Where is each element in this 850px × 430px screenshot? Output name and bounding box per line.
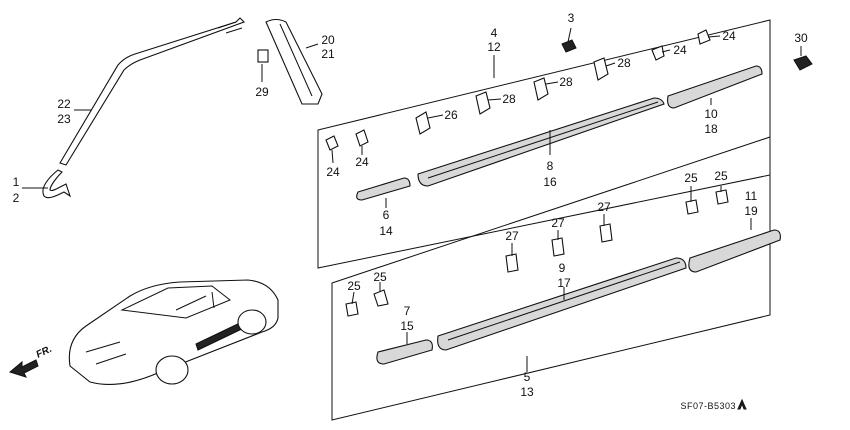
- callout-27c: 27: [597, 200, 611, 214]
- lower-group-frame: [331, 136, 771, 421]
- callout-8: 8: [547, 159, 554, 173]
- callout-26: 26: [444, 108, 458, 122]
- front-direction-arrow: [8, 359, 39, 378]
- lower-clips: [345, 189, 729, 317]
- direction-label: FR.: [34, 344, 53, 361]
- molding-8-line: [427, 101, 659, 179]
- callout-16: 16: [543, 175, 557, 189]
- molding-10-part: [667, 65, 763, 109]
- callout-10: 10: [704, 107, 718, 121]
- callout-5: 5: [524, 370, 531, 384]
- callout-30: 30: [794, 31, 808, 45]
- callout-19: 19: [744, 204, 758, 218]
- callout-4: 4: [491, 26, 498, 40]
- clip-30-part: [793, 55, 813, 71]
- callout-3: 3: [568, 11, 575, 25]
- callout-21: 21: [321, 47, 335, 61]
- callout-25b: 25: [714, 169, 728, 183]
- callout-15: 15: [400, 319, 414, 333]
- callout-29: 29: [255, 85, 269, 99]
- callout-25c: 25: [347, 279, 361, 293]
- callout-12: 12: [487, 40, 501, 54]
- callout-22: 22: [57, 97, 71, 111]
- diagram-code: SF07-B5303: [680, 401, 736, 411]
- callout-13: 13: [520, 385, 534, 399]
- molding-7-part: [376, 339, 433, 365]
- callout-20: 20: [321, 33, 335, 47]
- molding-6-part: [356, 177, 411, 201]
- pillar-garnish-part: [265, 18, 323, 105]
- callout-2: 2: [13, 191, 20, 205]
- callout-27b: 27: [551, 216, 565, 230]
- callout-1: 1: [13, 175, 20, 189]
- callout-27a: 27: [505, 229, 519, 243]
- callout-14: 14: [379, 224, 393, 238]
- callout-11: 11: [745, 189, 758, 203]
- callout-6: 6: [383, 208, 390, 222]
- callout-9: 9: [559, 261, 566, 275]
- callout-24b: 24: [722, 29, 736, 43]
- car-illustration: [68, 279, 279, 385]
- callout-28c: 28: [617, 56, 631, 70]
- clip-3-part: [561, 39, 577, 53]
- callout-28a: 28: [502, 92, 516, 106]
- molding-11-part: [688, 229, 781, 273]
- callout-25a: 25: [684, 171, 698, 185]
- callout-24c: 24: [326, 165, 340, 179]
- callout-24a: 24: [673, 43, 687, 57]
- molding-9-line: [447, 261, 681, 341]
- upper-clips: [325, 29, 711, 151]
- callout-17: 17: [557, 276, 571, 290]
- clip-29-part: [257, 49, 269, 63]
- code-a-mark-icon: [737, 398, 747, 410]
- leader-lines: [22, 27, 802, 372]
- callout-18: 18: [704, 122, 718, 136]
- callout-25d: 25: [373, 270, 387, 284]
- roof-molding-part: [42, 17, 245, 199]
- callout-7: 7: [404, 304, 411, 318]
- callout-28b: 28: [559, 75, 573, 89]
- callout-23: 23: [57, 112, 71, 126]
- callout-24d: 24: [355, 155, 369, 169]
